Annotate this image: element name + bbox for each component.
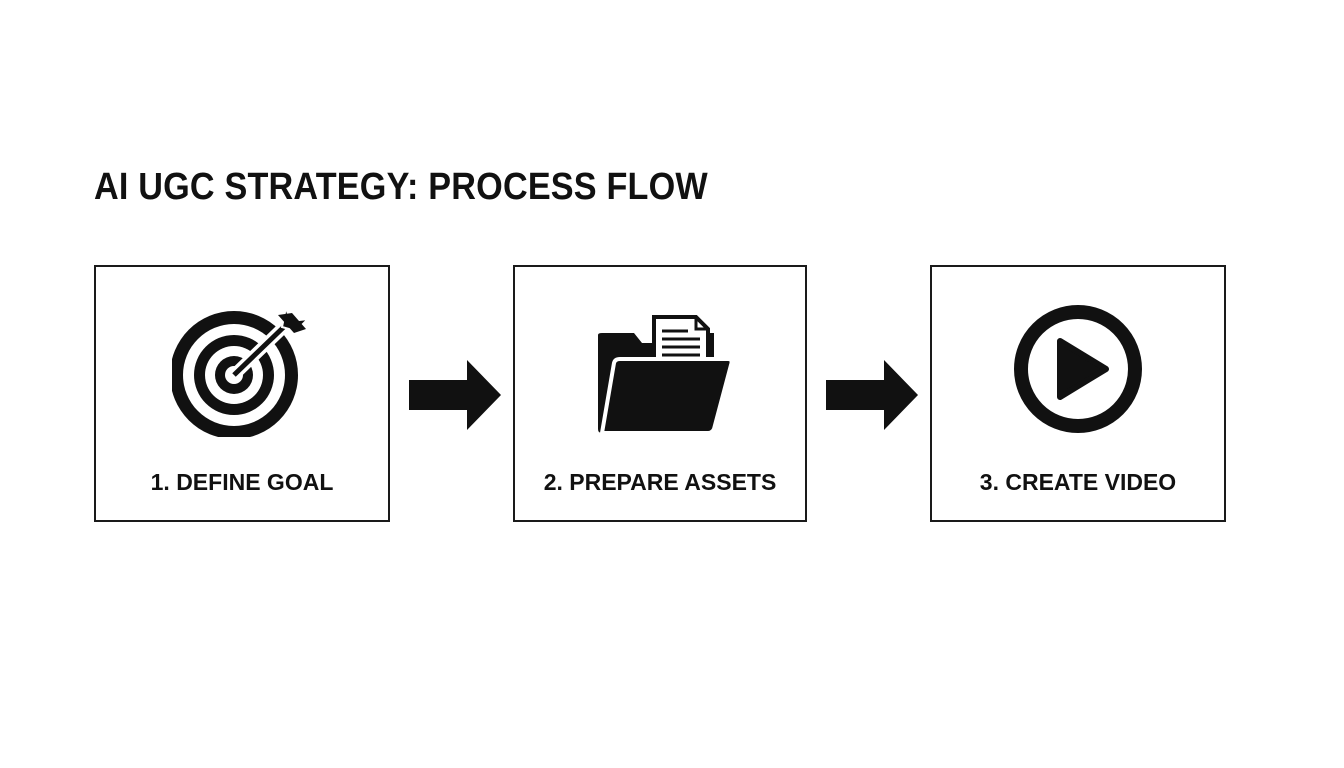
diagram-title: AI UGC STRATEGY: PROCESS FLOW (94, 166, 708, 208)
step-define-goal: 1. DEFINE GOAL (94, 265, 390, 522)
step-prepare-assets: 2. PREPARE ASSETS (513, 265, 807, 522)
step-label: 3. CREATE VIDEO (979, 469, 1177, 495)
step-create-video: 3. CREATE VIDEO (930, 265, 1226, 522)
target-icon (172, 303, 312, 437)
flow-arrow-icon (409, 360, 501, 430)
step-label: 1. DEFINE GOAL (150, 469, 334, 495)
play-icon (1008, 303, 1148, 437)
flow-arrow-icon (826, 360, 918, 430)
step-label: 2. PREPARE ASSETS (543, 469, 777, 495)
folder-icon (590, 303, 730, 437)
